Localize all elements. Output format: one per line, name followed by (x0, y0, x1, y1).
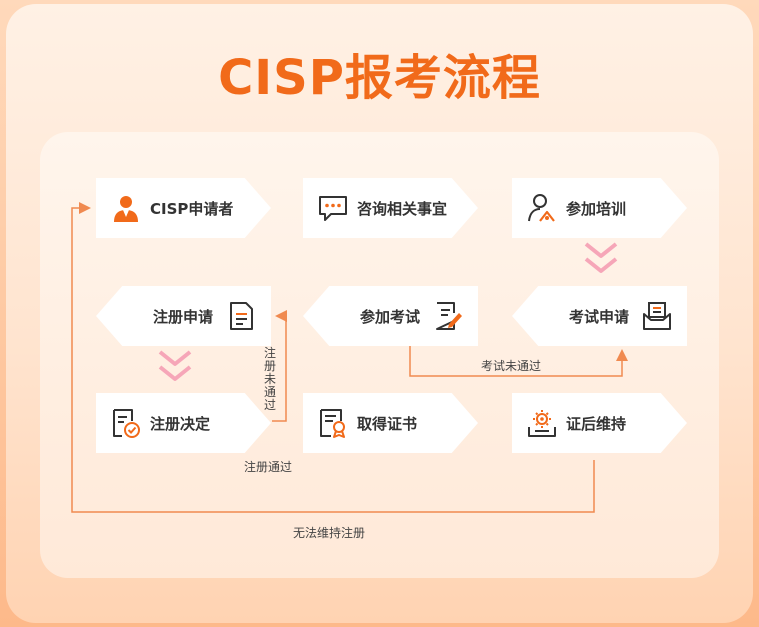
step-label: 参加培训 (566, 199, 627, 218)
step-register-apply: 注册申请 (96, 286, 271, 346)
chevron-down-icon (584, 242, 618, 273)
cannot-maintain-note: 无法维持注册 (293, 526, 366, 540)
register-failed-line (272, 310, 287, 422)
document-icon (230, 302, 253, 330)
user-icon (114, 196, 138, 222)
certificate-icon (320, 409, 345, 438)
exam-failed-line (409, 346, 628, 377)
inbox-icon (643, 302, 671, 330)
step-label: 注册决定 (150, 414, 211, 433)
step-training: 参加培训 (512, 178, 687, 238)
step-label: 考试申请 (568, 307, 629, 326)
exam-edit-icon (436, 302, 462, 330)
step-get-certificate: 取得证书 (303, 393, 478, 453)
maintenance-icon (528, 410, 556, 437)
step-label: CISP申请者 (150, 199, 234, 218)
register-passed-note: 注册通过 (244, 460, 293, 474)
checklist-icon (113, 409, 140, 438)
exam-failed-note: 考试未通过 (481, 359, 542, 373)
step-label: 证后维持 (566, 414, 627, 433)
step-applicant: CISP申请者 (96, 178, 271, 238)
step-label: 参加考试 (359, 307, 420, 326)
step-label: 取得证书 (357, 414, 418, 433)
page-title: CISP报考流程 (218, 50, 541, 106)
cannot-maintain-line (71, 202, 595, 513)
training-person-icon (528, 194, 555, 222)
step-register-decision: 注册决定 (96, 393, 271, 453)
step-take-exam: 参加考试 (303, 286, 478, 346)
step-exam-apply: 考试申请 (512, 286, 687, 346)
chat-bubble-icon (319, 196, 347, 221)
register-failed-note: 注册未通过 (263, 346, 276, 412)
step-label: 注册申请 (152, 307, 213, 326)
step-label: 咨询相关事宜 (357, 199, 448, 218)
chevron-down-icon (158, 350, 192, 381)
step-consult: 咨询相关事宜 (303, 178, 478, 238)
step-maintain: 证后维持 (512, 393, 687, 453)
